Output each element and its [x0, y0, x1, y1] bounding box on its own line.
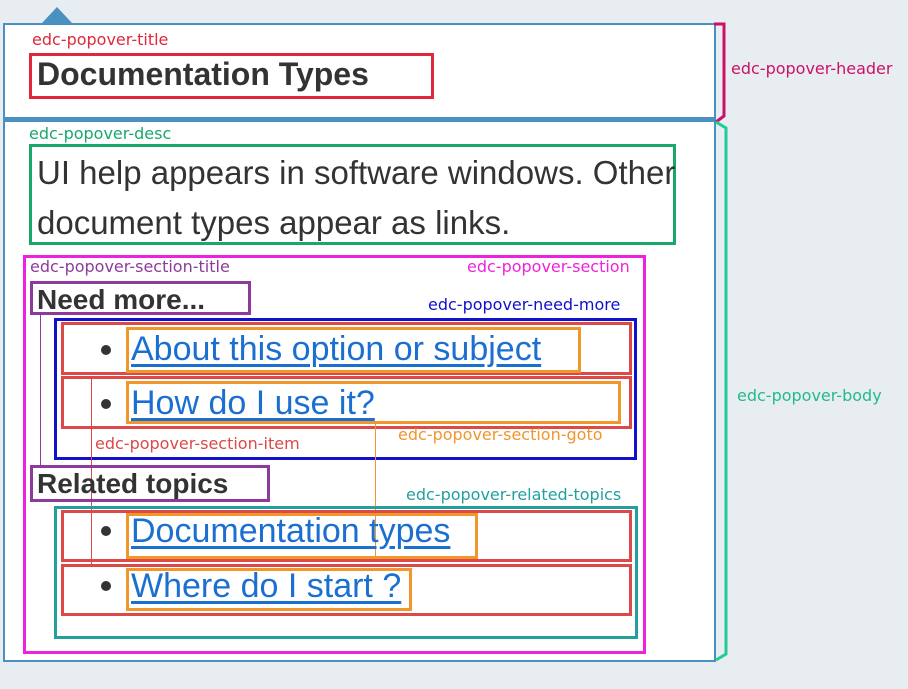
need-more-box [54, 318, 637, 460]
annotation-related-topics: edc-popover-related-topics [406, 485, 622, 504]
connector-section-goto [375, 424, 376, 556]
annotation-need-more: edc-popover-need-more [428, 295, 621, 314]
title-box [29, 53, 434, 99]
header-brace [714, 22, 726, 124]
link-how-to-use[interactable]: How do I use it? [131, 384, 375, 422]
annotation-header: edc-popover-header [731, 59, 893, 78]
annotation-section: edc-popover-section [467, 257, 630, 276]
popover-arrow [42, 7, 72, 23]
annotation-desc: edc-popover-desc [29, 124, 172, 143]
popover-panel [3, 23, 716, 662]
goto-box [126, 568, 412, 611]
bullet [101, 581, 111, 591]
annotation-title: edc-popover-title [32, 30, 169, 49]
goto-box [126, 327, 581, 373]
related-topics-box [54, 506, 638, 639]
body-brace [715, 120, 728, 662]
popover-desc-line1: UI help appears in software windows. Oth… [37, 154, 676, 191]
section-box [23, 255, 646, 654]
annotation-section-item: edc-popover-section-item [95, 434, 300, 453]
related-item-box [61, 564, 632, 616]
need-more-title: Need more... [37, 284, 206, 315]
connector-section-title [40, 314, 41, 466]
bullet [101, 526, 111, 536]
popover-desc-line2: document types appear as links. [37, 204, 511, 241]
need-more-item-box [61, 322, 632, 375]
need-more-title-box [30, 281, 251, 315]
desc-box [29, 144, 676, 245]
annotation-section-title: edc-popover-section-title [30, 257, 230, 276]
related-item-box [61, 510, 632, 562]
need-more-item-box [61, 376, 632, 429]
related-topics-title: Related topics [37, 468, 229, 499]
bullet [101, 345, 111, 355]
goto-box [126, 513, 478, 559]
goto-box [126, 381, 621, 424]
link-documentation-types[interactable]: Documentation types [131, 512, 451, 550]
link-about-option[interactable]: About this option or subject [131, 330, 542, 368]
annotation-body: edc-popover-body [737, 386, 882, 405]
annotation-section-goto: edc-popover-section-goto [398, 425, 603, 444]
popover-title: Documentation Types [37, 56, 369, 92]
bullet [101, 399, 111, 409]
popover-body-box [3, 121, 716, 662]
popover-header-box [3, 23, 716, 120]
related-title-box [30, 465, 270, 502]
connector-section-item [91, 378, 92, 565]
link-where-to-start[interactable]: Where do I start ? [131, 567, 402, 605]
popover-header-separator [3, 117, 716, 122]
